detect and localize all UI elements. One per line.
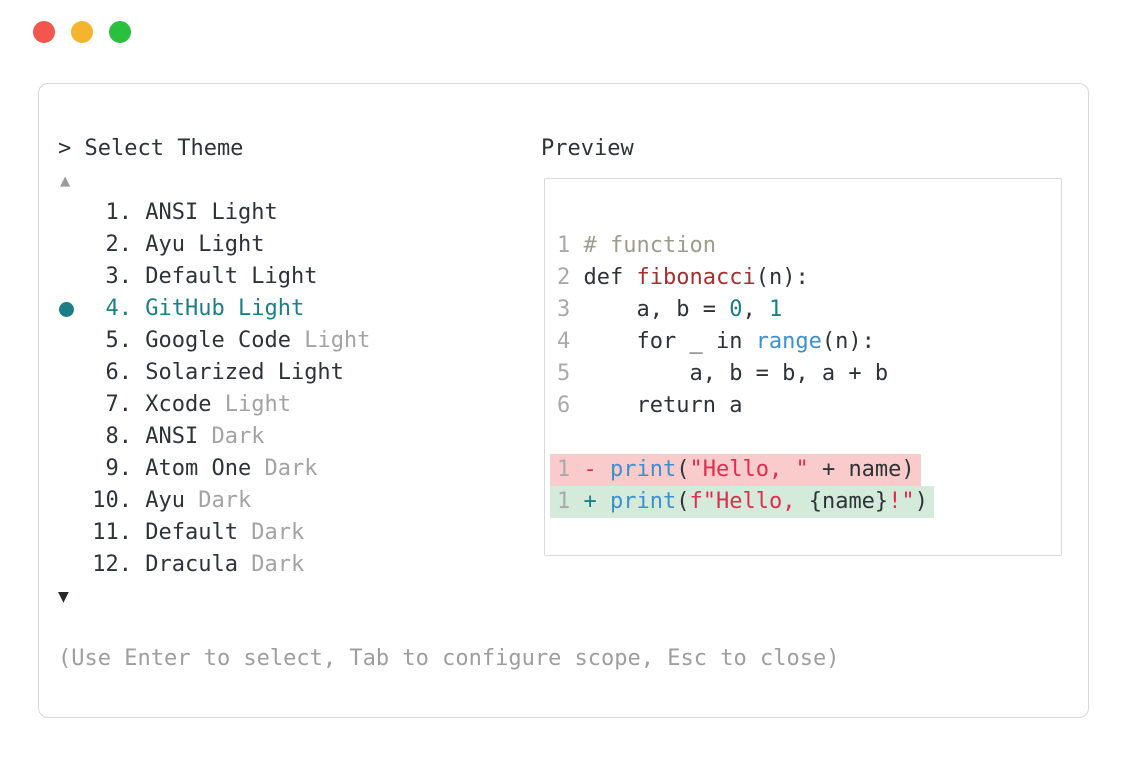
theme-item-number: 3.	[105, 264, 133, 289]
help-text: (Use Enter to select, Tab to configure s…	[58, 646, 840, 671]
theme-item-number: 6.	[105, 360, 133, 385]
code-preview-box: 1 # function 2 def fibonacci(n): 3 a, b = …	[544, 178, 1062, 556]
theme-item-ayu-light[interactable]: 2. Ayu Light	[58, 229, 370, 261]
theme-item-atom-one-dark[interactable]: 9. Atom One Dark	[58, 453, 370, 485]
code-line: 2 def fibonacci(n):	[557, 265, 809, 290]
theme-item-xcode-light[interactable]: 7. Xcode Light	[58, 389, 370, 421]
theme-item-number: 4.	[105, 296, 133, 321]
close-window-button[interactable]	[33, 21, 55, 43]
theme-item-name: Default	[132, 520, 238, 545]
theme-item-variant: Light	[264, 360, 344, 385]
theme-item-variant: Dark	[251, 456, 318, 481]
zoom-window-button[interactable]	[109, 21, 131, 43]
theme-item-number: 1.	[105, 200, 133, 225]
diff-lines: 1 - print("Hello, " + name)1 + print(f"H…	[545, 454, 1061, 518]
theme-item-name: Solarized	[132, 360, 265, 385]
theme-item-number: 10.	[92, 488, 132, 513]
theme-item-variant: Light	[211, 392, 291, 417]
scroll-up-icon[interactable]: ▲	[60, 171, 71, 191]
code-line: 1 # function	[557, 233, 716, 258]
theme-item-ansi-dark[interactable]: 8. ANSI Dark	[58, 421, 370, 453]
theme-item-number: 7.	[105, 392, 133, 417]
theme-item-google-code-light[interactable]: 5. Google Code Light	[58, 325, 371, 357]
code-lines: 1 # function 2 def fibonacci(n): 3 a, b = …	[545, 230, 1061, 422]
theme-item-default-dark[interactable]: 11. Default Dark	[58, 517, 370, 549]
theme-item-name: Xcode	[132, 392, 212, 417]
theme-item-variant: Light	[224, 296, 305, 321]
theme-item-variant: Dark	[184, 488, 252, 513]
blank-line	[545, 422, 1061, 454]
selected-bullet-icon	[59, 302, 74, 317]
theme-item-number: 8.	[105, 424, 133, 449]
code-line: 5 a, b = b, a + b	[557, 361, 889, 386]
window-controls	[33, 21, 131, 43]
code-line: 4 for _ in range(n):	[557, 329, 875, 354]
diff-line-added: 1 + print(f"Hello, {name}!")	[545, 486, 1061, 518]
theme-item-variant: Light	[290, 328, 371, 353]
theme-item-variant: Dark	[237, 552, 305, 577]
theme-item-number: 11.	[92, 520, 132, 545]
preview-title: Preview	[541, 136, 634, 161]
theme-item-number: 9.	[105, 456, 133, 481]
theme-item-variant: Dark	[237, 520, 305, 545]
theme-item-number: 2.	[105, 232, 133, 257]
theme-item-variant: Dark	[198, 424, 265, 449]
scroll-down-icon[interactable]: ▼	[58, 586, 69, 607]
diff-line-removed: 1 - print("Hello, " + name)	[545, 454, 1061, 486]
theme-item-name: Atom One	[132, 456, 252, 481]
theme-item-default-light[interactable]: 3. Default Light	[58, 261, 370, 293]
minimize-window-button[interactable]	[71, 21, 93, 43]
theme-item-name: ANSI	[132, 200, 199, 225]
theme-item-name: ANSI	[132, 424, 199, 449]
theme-item-variant: Light	[198, 200, 278, 225]
theme-item-solarized-light[interactable]: 6. Solarized Light	[58, 357, 370, 389]
theme-item-variant: Light	[184, 232, 265, 257]
select-theme-prompt: > Select Theme	[58, 136, 244, 161]
theme-item-variant: Light	[237, 264, 318, 289]
theme-item-number: 12.	[92, 552, 132, 577]
theme-item-name: Dracula	[132, 552, 238, 577]
theme-item-name: Ayu	[132, 488, 185, 513]
code-line: 6 return a	[557, 393, 743, 418]
theme-item-dracula-dark[interactable]: 12. Dracula Dark	[58, 549, 370, 581]
theme-item-name: Google Code	[132, 328, 291, 353]
theme-item-ayu-dark[interactable]: 10. Ayu Dark	[58, 485, 370, 517]
code-line: 3 a, b = 0, 1	[557, 297, 783, 322]
theme-item-ansi-light[interactable]: 1. ANSI Light	[58, 197, 370, 229]
theme-item-name: Ayu	[132, 232, 185, 257]
theme-item-number: 5.	[105, 328, 133, 353]
theme-item-github-light[interactable]: 4. GitHub Light	[58, 293, 370, 325]
theme-item-name: Default	[132, 264, 238, 289]
theme-item-name: GitHub	[132, 296, 225, 321]
